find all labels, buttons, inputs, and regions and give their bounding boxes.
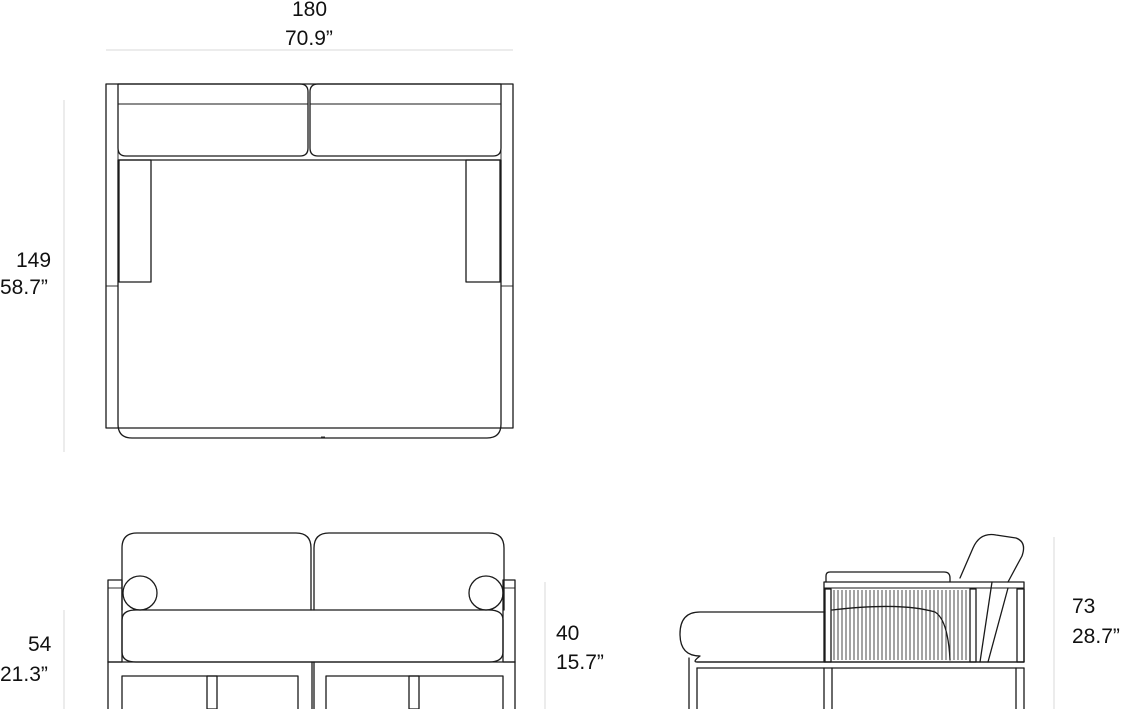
- seat-cushion: [117, 159, 502, 439]
- depth-inch-label: 58.7”: [0, 276, 48, 299]
- front-bolster-right: [468, 575, 504, 611]
- side-rope-panel: [833, 590, 967, 660]
- width-cm-label: 180: [292, 0, 328, 21]
- back-height-cm-label: 73: [1072, 595, 1096, 618]
- side-chaise-cushion: [679, 611, 826, 663]
- front-seat-cushion: [121, 609, 504, 663]
- side-leg-front: [688, 657, 698, 709]
- front-arm-left: [107, 579, 123, 663]
- front-leg-left: [206, 675, 218, 709]
- back-cushion-right: [309, 83, 502, 157]
- back-height-inch-label: 28.7”: [1072, 625, 1120, 648]
- width-inch-label: 70.9”: [285, 27, 333, 50]
- depth-cm-label: 149: [16, 249, 52, 272]
- side-view: [679, 533, 1025, 709]
- front-back-cushion-left: [121, 532, 312, 611]
- top-frame-outline: [105, 83, 514, 429]
- frame-height-inch-label: 21.3”: [0, 663, 48, 686]
- front-base-right: [313, 661, 516, 709]
- side-seat-cushion: [825, 571, 951, 583]
- back-cushion-left: [117, 83, 309, 157]
- seat-height-cm-label: 40: [556, 622, 580, 645]
- front-bolster-left: [122, 575, 158, 611]
- side-back-cushion: [959, 533, 1025, 583]
- front-leg-right: [408, 675, 420, 709]
- front-back-cushion-right: [313, 532, 505, 611]
- pillow-left: [118, 159, 152, 283]
- front-base-left: [107, 661, 313, 709]
- side-leg-mid: [823, 667, 833, 709]
- front-arm-right: [502, 579, 516, 663]
- frame-height-cm-label: 54: [28, 633, 52, 656]
- pillow-right: [465, 159, 501, 283]
- front-view: [107, 532, 516, 709]
- side-leg-rear: [1015, 667, 1025, 709]
- top-view: [105, 83, 514, 439]
- seat-height-inch-label: 15.7”: [556, 651, 604, 674]
